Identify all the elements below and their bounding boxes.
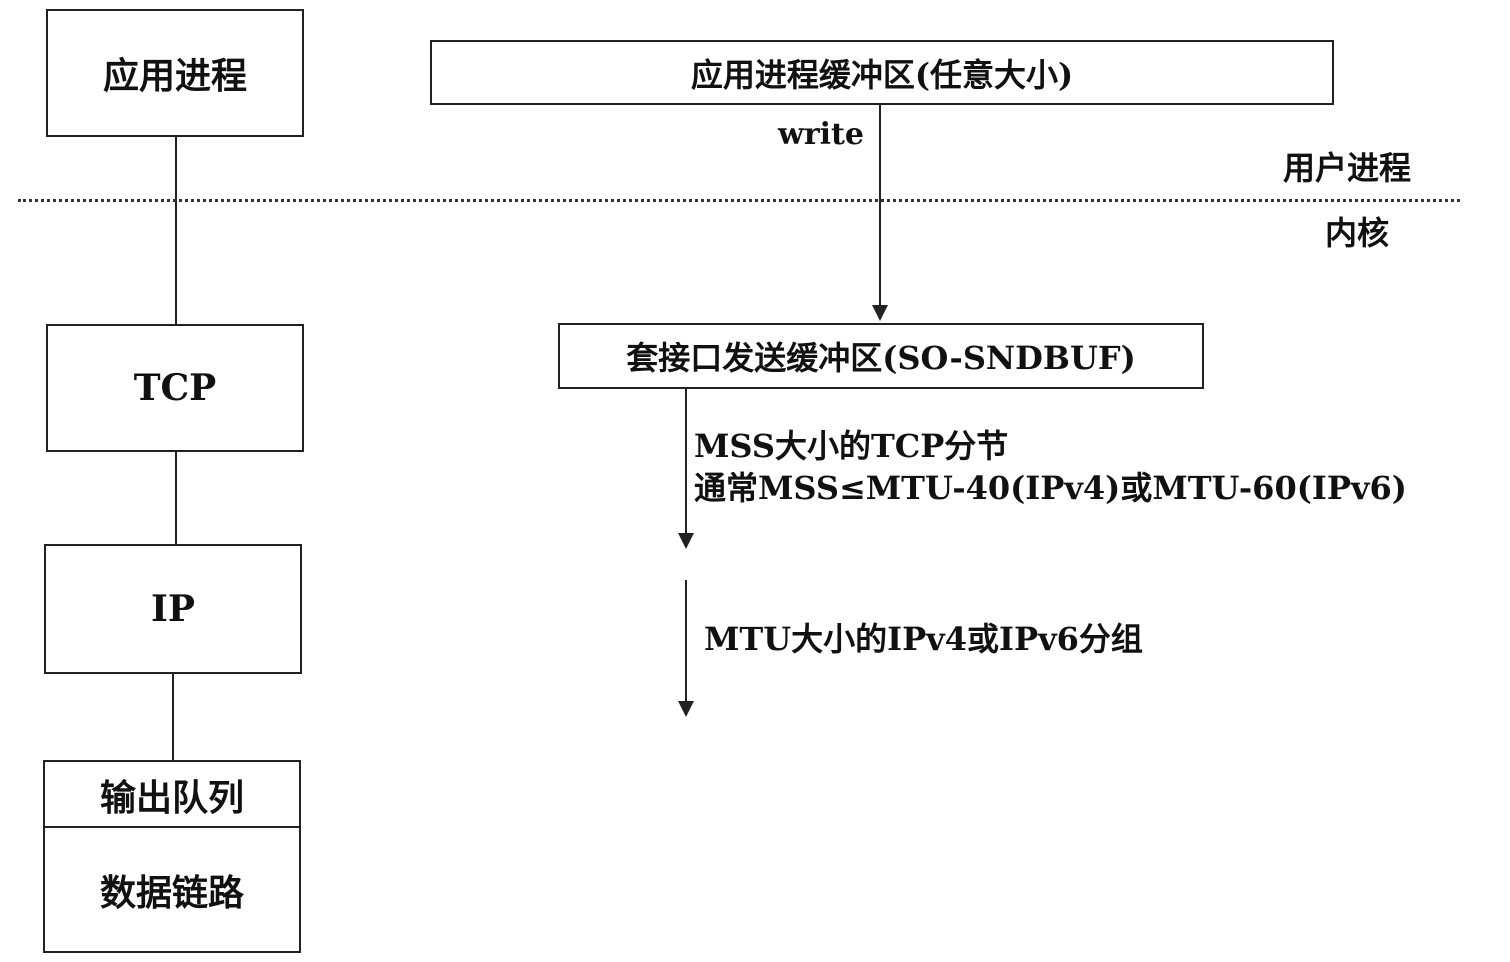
write-arrow xyxy=(872,105,888,321)
output-queue-label: 输出队列 xyxy=(99,776,244,819)
app-buffer-box: 应用进程缓冲区(任意大小) xyxy=(430,40,1334,105)
tcp-segment-arrow xyxy=(678,389,694,549)
stack-connector-ip-queue xyxy=(172,674,174,760)
ip-packet-arrow xyxy=(678,580,694,717)
kernel-label: 内核 xyxy=(1325,214,1390,252)
user-kernel-boundary xyxy=(18,199,1460,202)
datalink-label: 数据链路 xyxy=(99,871,244,914)
socket-buffer-label: 套接口发送缓冲区(SO-SNDBUF) xyxy=(626,339,1136,377)
stack-connector-app-tcp xyxy=(175,137,177,324)
app-buffer-label: 应用进程缓冲区(任意大小) xyxy=(690,55,1074,94)
ip-packet-label: MTU大小的IPv4或IPv6分组 xyxy=(704,620,1143,658)
ip-label: IP xyxy=(151,588,195,630)
tcp-label: TCP xyxy=(133,367,217,409)
ip-box: IP xyxy=(44,544,302,674)
socket-buffer-box: 套接口发送缓冲区(SO-SNDBUF) xyxy=(558,323,1204,389)
tcp-segment-line2: 通常MSS≤MTU-40(IPv4)或MTU-60(IPv6) xyxy=(694,469,1407,507)
user-process-label: 用户进程 xyxy=(1283,149,1412,187)
output-queue-box: 输出队列 xyxy=(43,760,301,828)
tcp-segment-line1: MSS大小的TCP分节 xyxy=(694,427,1009,465)
stack-connector-tcp-ip xyxy=(175,452,177,544)
app-process-box: 应用进程 xyxy=(46,9,304,137)
datalink-box: 数据链路 xyxy=(43,826,301,953)
app-process-label: 应用进程 xyxy=(102,55,247,97)
tcp-box: TCP xyxy=(46,324,304,452)
write-label: write xyxy=(778,117,864,152)
